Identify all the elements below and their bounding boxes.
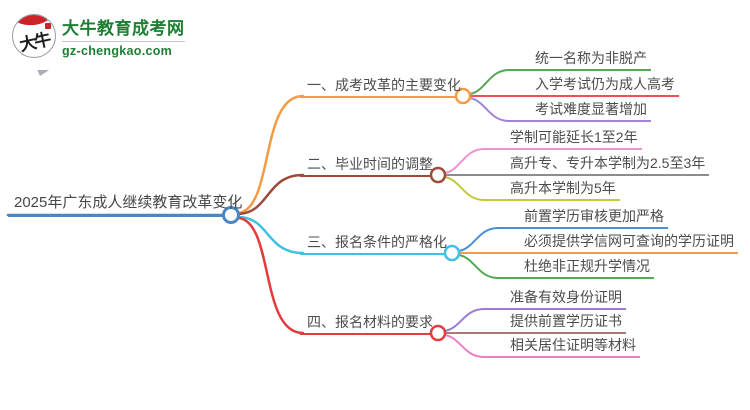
branch-2-label: 二、毕业时间的调整 — [300, 154, 433, 177]
branch-4-circle — [429, 324, 447, 342]
leaf-label: 高升本学制为5年 — [483, 179, 620, 201]
branch-1-curve — [237, 94, 305, 215]
branch-1-label: 一、成考改革的主要变化 — [300, 75, 461, 98]
leaf-label: 入学考试仍为成人高考 — [471, 75, 679, 97]
branch-3-circle — [443, 244, 461, 262]
dainiu-bubble-icon: 大牛 — [12, 14, 56, 58]
leaf-curve — [444, 334, 485, 358]
leaf-label: 必须提供学信网可查询的学历证明 — [460, 232, 738, 254]
leaf-label: 相关居住证明等材料 — [483, 336, 640, 358]
branch-3-curve — [237, 215, 305, 255]
branch-2-circle — [429, 166, 447, 184]
logo-divider — [62, 41, 185, 42]
leaf-label: 杜绝非正规升学情况 — [497, 257, 654, 279]
site-url: gz-chengkao.com — [62, 44, 173, 58]
leaf-curve — [444, 176, 485, 201]
branch-2-curve — [237, 173, 305, 216]
leaf-curve — [444, 148, 485, 174]
leaf-label: 考试难度显著增加 — [508, 100, 651, 122]
leaf-curve — [444, 308, 485, 332]
logo-characters: 大牛 — [17, 29, 52, 55]
logo-text-block: 大牛教育成考网 gz-chengkao.com — [62, 14, 185, 58]
leaf-curve — [469, 69, 510, 95]
branch-4-label: 四、报名材料的要求 — [300, 312, 433, 335]
site-name: 大牛教育成考网 — [62, 19, 185, 38]
branch-1-circle — [454, 87, 472, 105]
leaf-label: 准备有效身份证明 — [483, 288, 626, 310]
leaf-curve — [458, 254, 499, 279]
leaf-label: 统一名称为非脱产 — [508, 49, 651, 71]
leaf-label: 前置学历审核更加严格 — [497, 207, 668, 229]
leaf-curve — [469, 97, 510, 122]
branch-4-curve — [237, 216, 305, 335]
logo-seal-icon — [45, 23, 51, 29]
root-node-label: 2025年广东成人继续教育改革变化 — [8, 193, 242, 217]
leaf-curve — [458, 227, 499, 252]
leaf-label: 提供前置学历证书 — [446, 312, 626, 334]
branch-3-label: 三、报名条件的严格化 — [300, 232, 447, 255]
leaf-label: 高升专、专升本学制为2.5至3年 — [446, 154, 710, 176]
leaf-label: 学制可能延长1至2年 — [483, 128, 642, 150]
site-logo: 大牛 大牛教育成考网 gz-chengkao.com — [12, 14, 185, 82]
